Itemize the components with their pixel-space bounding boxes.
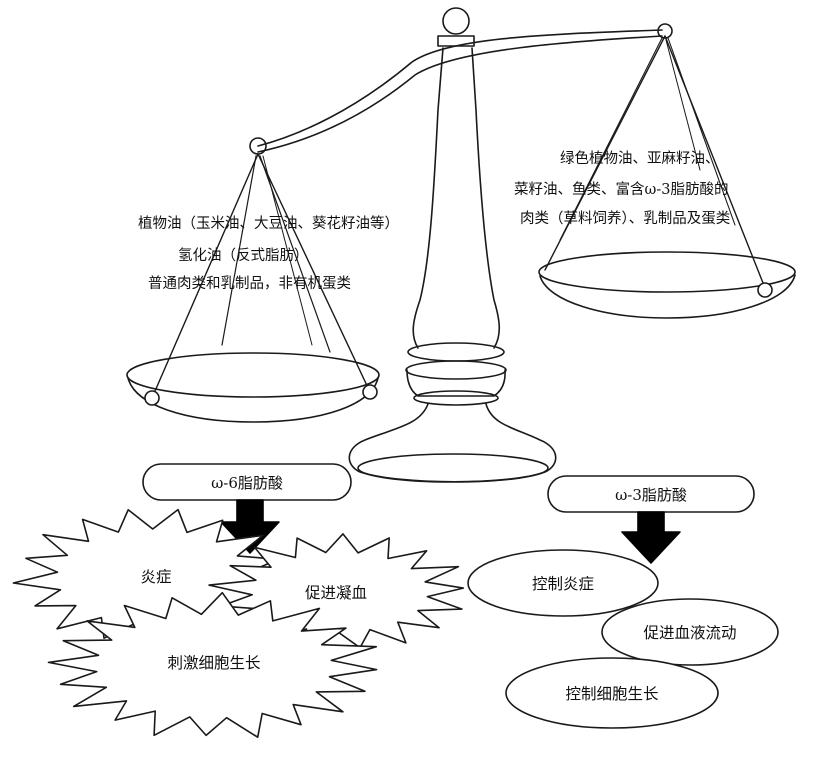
effect-coagulation: 促进凝血 [305, 584, 367, 602]
scale-base [348, 403, 557, 483]
right-pan-line-2: 菜籽油、鱼类、富含ω-3脂肪酸的 [514, 180, 728, 198]
oval-blood-flow [601, 598, 779, 666]
omega3-label: ω-3脂肪酸 [615, 486, 687, 504]
burst-cell-growth [47, 591, 378, 738]
omega3-effects [467, 549, 779, 729]
omega3-down-arrow [621, 511, 681, 564]
oval-control-cell-growth [505, 657, 719, 729]
effect-inflammation: 炎症 [140, 568, 171, 586]
right-pan-text: 绿色植物油、亚麻籽油、 菜籽油、鱼类、富含ω-3脂肪酸的 肉类（草料饲养）、乳制… [514, 150, 730, 227]
effect-control-inflammation: 控制炎症 [532, 575, 594, 593]
right-pan-line-3: 肉类（草料饲养）、乳制品及蛋类 [520, 210, 730, 227]
scale-column [412, 47, 501, 349]
right-pan-line-1: 绿色植物油、亚麻籽油、 [560, 150, 720, 167]
right-pan [538, 35, 796, 319]
omega6-effects [12, 508, 465, 738]
left-pan [126, 153, 380, 423]
left-pan-line-1: 植物油（玉米油、大豆油、葵花籽油等） [138, 214, 399, 232]
omega6-label: ω-6脂肪酸 [211, 474, 283, 492]
left-pan-line-2: 氢化油（反式脂肪） [178, 247, 309, 264]
effect-stimulate-cell-growth: 刺激细胞生长 [167, 654, 260, 672]
left-pan-line-3: 普通肉类和乳制品，非有机蛋类 [148, 275, 351, 292]
right-pivot-ring [657, 23, 673, 39]
balance-scale [249, 7, 673, 483]
oval-control-inflammation [467, 549, 659, 617]
scale-beam [257, 29, 663, 147]
omega6-down-arrow [220, 499, 280, 554]
left-pan-text: 植物油（玉米油、大豆油、葵花籽油等） 氢化油（反式脂肪） 普通肉类和乳制品，非有… [138, 214, 399, 292]
effect-blood-flow: 促进血液流动 [643, 624, 736, 642]
scale-top-knob [442, 7, 470, 35]
effect-control-cell-growth: 控制细胞生长 [565, 685, 658, 703]
